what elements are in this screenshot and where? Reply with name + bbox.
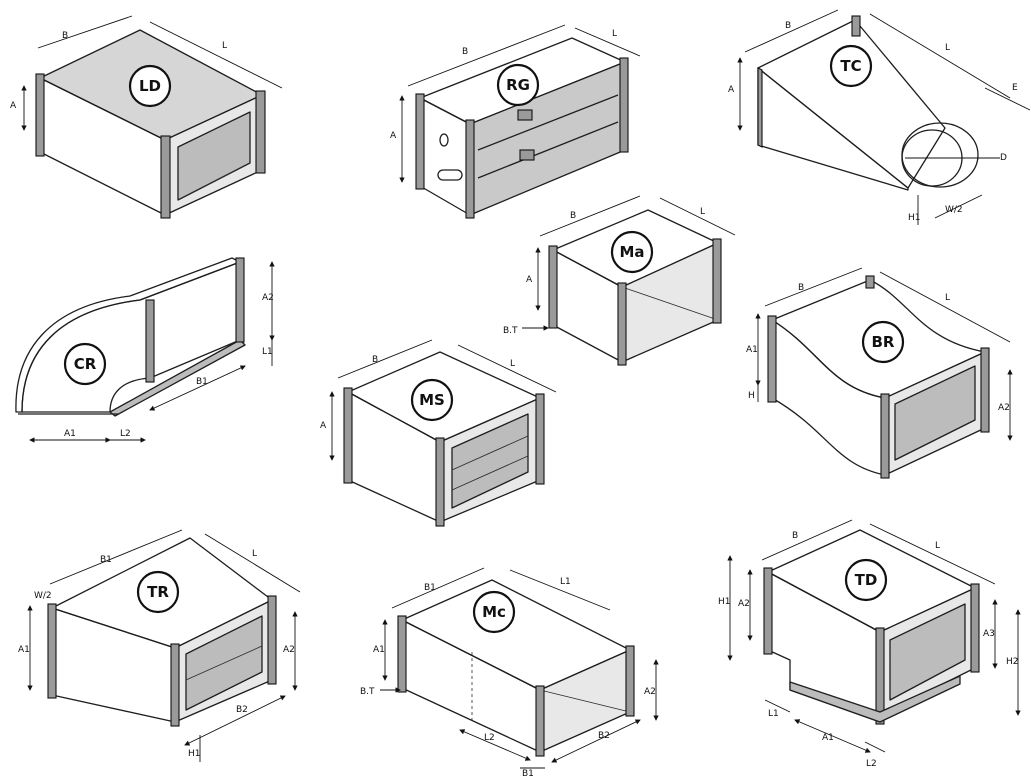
br-dim-h: H bbox=[748, 391, 755, 401]
rg-dim-a: A bbox=[390, 131, 397, 141]
cr-dim-l2: L2 bbox=[120, 429, 131, 439]
tc-dim-w2: W/2 bbox=[945, 205, 963, 215]
tr-badge bbox=[136, 570, 180, 614]
br-code: BR bbox=[872, 333, 895, 351]
td-dim-l2: L2 bbox=[866, 759, 877, 769]
ms-dim-l: L bbox=[510, 359, 515, 369]
mc-dim-b1-bottom: B1 bbox=[522, 769, 534, 779]
ma-code: Ma bbox=[619, 243, 644, 261]
tc-dim-e: E bbox=[1012, 83, 1018, 93]
mc-dim-bt: B.T bbox=[360, 687, 375, 697]
tr-dim-b1: B1 bbox=[100, 555, 112, 565]
tc-code: TC bbox=[840, 57, 861, 75]
tc-dim-a: A bbox=[728, 85, 735, 95]
td-code: TD bbox=[855, 571, 878, 589]
tr-dim-h1: H1 bbox=[188, 749, 201, 759]
tr-dim-a1: A1 bbox=[18, 645, 30, 655]
cr-badge bbox=[63, 342, 107, 386]
fitting-ms: A B L MS bbox=[320, 339, 557, 527]
fitting-tr: A1 B1 W/2 L A2 B2 H1 TR bbox=[18, 529, 301, 762]
tr-dim-l: L bbox=[252, 549, 257, 559]
tr-dim-a2: A2 bbox=[283, 645, 295, 655]
tc-dim-d: D bbox=[1000, 153, 1007, 163]
td-badge bbox=[844, 558, 888, 602]
cr-code: CR bbox=[74, 355, 97, 373]
td-dim-a1: A1 bbox=[822, 733, 834, 743]
fitting-br: A1 H B L A2 BR bbox=[746, 267, 1013, 479]
td-dim-a2: A2 bbox=[738, 599, 750, 609]
br-dim-b: B bbox=[798, 283, 804, 293]
ld-dim-b: B bbox=[62, 31, 68, 41]
tr-dim-w2: W/2 bbox=[34, 591, 52, 601]
mc-dim-b1: B1 bbox=[424, 583, 436, 593]
ma-dim-b: B bbox=[570, 211, 576, 221]
ld-code: LD bbox=[139, 77, 161, 95]
ms-dim-a: A bbox=[320, 421, 327, 431]
ma-dim-l: L bbox=[700, 207, 705, 217]
fitting-ld: A B L LD bbox=[10, 15, 283, 219]
fitting-ma: A B L B.T Ma bbox=[503, 195, 736, 366]
td-dim-a3: A3 bbox=[983, 629, 995, 639]
rg-badge bbox=[496, 63, 540, 107]
td-dim-h2: H2 bbox=[1006, 657, 1019, 667]
tc-dim-b: B bbox=[785, 21, 791, 31]
td-dim-l1: L1 bbox=[768, 709, 779, 719]
rg-dim-l: L bbox=[612, 29, 617, 39]
td-dim-l: L bbox=[935, 541, 940, 551]
ld-dim-l: L bbox=[222, 41, 227, 51]
mc-dim-a1: A1 bbox=[373, 645, 385, 655]
br-dim-a2: A2 bbox=[998, 403, 1010, 413]
mc-badge bbox=[472, 590, 516, 634]
tc-dim-l: L bbox=[945, 43, 950, 53]
mc-dim-l1: L1 bbox=[560, 577, 571, 587]
ms-dim-b: B bbox=[372, 355, 378, 365]
ld-dim-a: A bbox=[10, 101, 17, 111]
tr-dim-b2: B2 bbox=[236, 705, 248, 715]
fitting-td: H1 A2 B L A3 H2 L1 A1 L2 TD bbox=[718, 519, 1021, 769]
ma-badge bbox=[610, 230, 654, 274]
mc-dim-a2: A2 bbox=[644, 687, 656, 697]
rg-dim-b: B bbox=[462, 47, 468, 57]
mc-dim-b2: B2 bbox=[598, 731, 610, 741]
br-dim-l: L bbox=[945, 293, 950, 303]
tc-badge bbox=[829, 44, 873, 88]
fitting-tc: D A B L E H1 W/2 TC bbox=[728, 9, 1031, 225]
cr-dim-a2: A2 bbox=[262, 293, 274, 303]
br-badge bbox=[861, 320, 905, 364]
ma-dim-bt: B.T bbox=[503, 326, 518, 336]
cr-dim-l1: L1 bbox=[262, 347, 273, 357]
tc-dim-h1: H1 bbox=[908, 213, 921, 223]
fitting-cr: A2 L1 B1 A1 L2 CR bbox=[15, 257, 275, 443]
ms-code: MS bbox=[419, 391, 445, 409]
mc-dim-l2: L2 bbox=[484, 733, 495, 743]
fitting-rg: A B L RG bbox=[390, 24, 641, 219]
cr-dim-b1: B1 bbox=[196, 377, 208, 387]
ma-dim-a: A bbox=[526, 275, 533, 285]
rg-code: RG bbox=[506, 76, 530, 94]
tr-code: TR bbox=[147, 583, 169, 601]
fitting-mc: A1 B1 L1 B.T L2 B2 A2 B1 Mc bbox=[360, 567, 659, 779]
ms-badge bbox=[410, 378, 454, 422]
cr-dim-a1: A1 bbox=[64, 429, 76, 439]
mc-code: Mc bbox=[482, 603, 506, 621]
ld-badge bbox=[128, 64, 172, 108]
br-dim-a1: A1 bbox=[746, 345, 758, 355]
td-dim-h1: H1 bbox=[718, 597, 731, 607]
td-dim-b: B bbox=[792, 531, 798, 541]
